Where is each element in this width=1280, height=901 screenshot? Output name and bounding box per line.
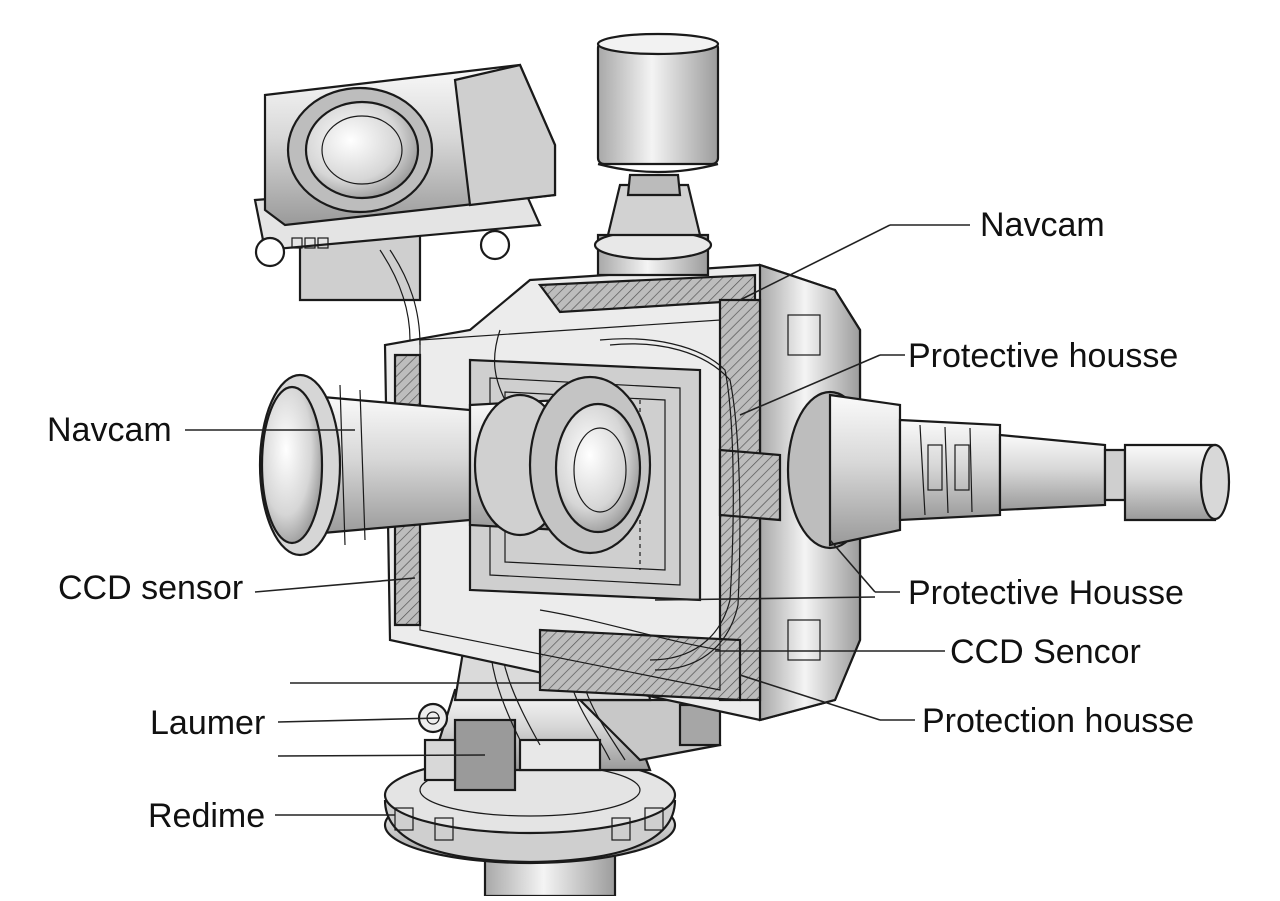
label-protective-housse-2: Protective Housse xyxy=(908,574,1184,612)
leader-lines xyxy=(185,224,970,816)
label-navcam-top: Navcam xyxy=(980,206,1105,244)
label-protective-housse-1: Protective housse xyxy=(908,337,1179,375)
label-protection-housse: Protection housse xyxy=(922,702,1195,740)
top-cylinder-camera xyxy=(593,32,720,277)
label-laumer: Laumer xyxy=(150,704,266,742)
right-telescope-lens xyxy=(786,390,1231,550)
label-redime: Redime xyxy=(148,797,266,835)
label-ccd-sensor: CCD sensor xyxy=(58,569,244,607)
label-navcam-left: Navcam xyxy=(47,411,172,449)
left-main-lens xyxy=(258,373,652,557)
upper-left-navcam xyxy=(253,63,557,346)
label-ccd-sencor: CCD Sencor xyxy=(950,633,1141,671)
